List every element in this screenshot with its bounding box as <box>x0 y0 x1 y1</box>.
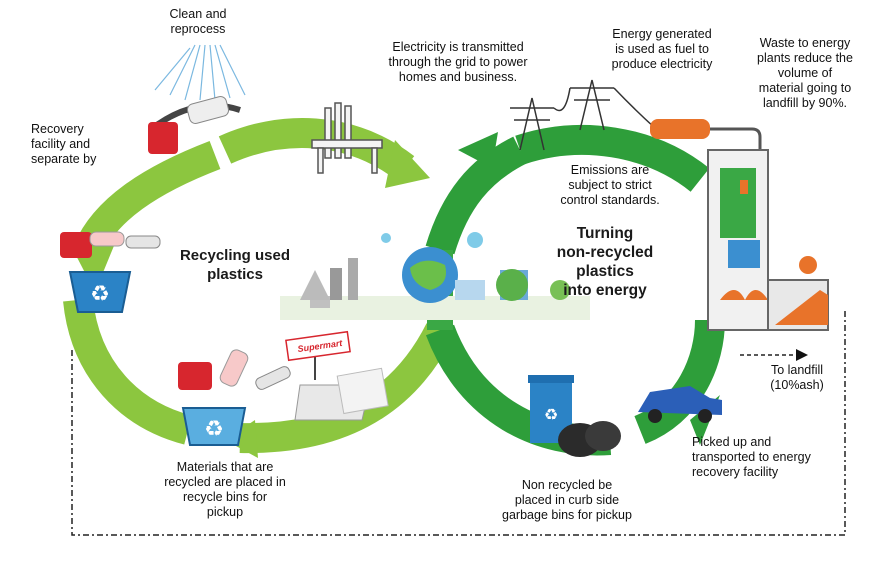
svg-text:♻: ♻ <box>204 417 224 442</box>
recycle-bin-icon: ♻ <box>178 349 291 446</box>
plastic-bag-icon <box>294 367 389 421</box>
fuel-pipe-icon <box>650 119 762 155</box>
bottle-icon <box>219 349 249 387</box>
supermart-sign-icon <box>285 330 351 380</box>
shower-icon <box>154 44 246 101</box>
car-icon <box>638 386 722 423</box>
jerrycan-icon <box>148 122 178 154</box>
recycle-bin-icon: ♻ <box>60 231 161 313</box>
jerrycan-icon <box>178 362 212 390</box>
garbage-bag-icon <box>558 421 621 457</box>
bottle-icon <box>89 231 125 247</box>
svg-text:♻: ♻ <box>544 405 558 424</box>
conveyor-icon <box>148 96 241 154</box>
label-to-landfill: To landfill(10%ash) <box>770 363 824 392</box>
bottle-icon <box>125 235 161 249</box>
svg-text:♻: ♻ <box>90 282 110 307</box>
jerrycan-icon <box>60 232 92 258</box>
eco-city-icon <box>280 232 590 320</box>
bottle-icon <box>255 366 291 390</box>
chair-icon <box>311 102 383 174</box>
bottle-icon <box>186 96 230 124</box>
power-plant-icon <box>707 149 829 331</box>
